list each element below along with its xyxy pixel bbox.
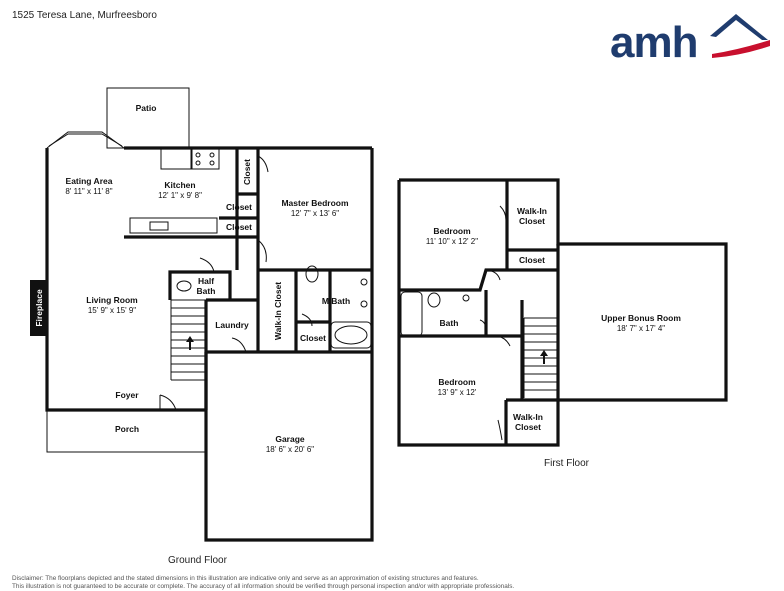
fireplace-label: Fireplace [34, 289, 44, 327]
room-patio-name: Patio [136, 103, 157, 113]
room-garage-name: Garage [275, 434, 305, 444]
disclaimer-line1: Disclaimer: The floorplans depicted and … [12, 575, 479, 582]
room-mbath-name: M.Bath [322, 296, 350, 306]
room-closet-kitchen-top-name: Closet [242, 159, 252, 185]
logo-wordmark: amh [610, 18, 697, 66]
property-address: 1525 Teresa Lane, Murfreesboro [12, 10, 157, 21]
room-bath-upper-name: Bath [440, 318, 459, 328]
ground-floor-label: Ground Floor [168, 555, 227, 566]
ground-stairs [170, 299, 206, 381]
room-master-bedroom-name: Master Bedroom [281, 198, 349, 208]
room-upper-bonus-room-name: Upper Bonus Room [601, 313, 681, 323]
room-kitchen-name: Kitchen [164, 180, 195, 190]
mbath-toilet [305, 265, 319, 283]
room-living-room-dims: 15' 9" x 15' 9" [88, 306, 136, 315]
room-bedroom-upper-name: Bedroom [433, 226, 471, 236]
room-walk-in-closet-upper-line2: Closet [519, 216, 545, 226]
room-half-bath-line2: Bath [197, 286, 216, 296]
room-garage-dims: 18' 6" x 20' 6" [266, 445, 314, 454]
room-porch-name: Porch [115, 424, 139, 434]
disclaimer: Disclaimer: The floorplans depicted and … [12, 575, 772, 591]
room-master-bedroom-dims: 12' 7" x 13' 6" [291, 209, 339, 218]
room-walk-in-closet-master-name: Walk-In Closet [273, 282, 283, 340]
room-closet-kitchen-mid-name: Closet [226, 202, 252, 212]
disclaimer-line2: This illustration is not guaranteed to b… [12, 583, 515, 590]
room-foyer-name: Foyer [115, 390, 139, 400]
room-walk-in-closet-lower-line2: Closet [515, 422, 541, 432]
room-upper-bonus-room-dims: 18' 7" x 17' 4" [617, 324, 665, 333]
fireplace [30, 280, 47, 336]
room-laundry-name: Laundry [215, 320, 249, 330]
upper-bathtub [400, 291, 423, 337]
room-bedroom-upper-dims: 11' 10" x 12' 2" [426, 237, 478, 246]
patio-outline [106, 87, 190, 149]
half-bath-toilet [176, 280, 192, 292]
room-bedroom-lower-dims: 13' 9" x 12' [438, 388, 477, 397]
amh-logo[interactable]: amh [608, 10, 774, 66]
logo-swoosh-icon [712, 40, 770, 58]
room-closet-mbath-name: Closet [300, 333, 326, 343]
logo-roof-icon [710, 14, 768, 40]
mbath-tub [334, 325, 368, 345]
first-floor-label: First Floor [544, 458, 589, 469]
upper-stairs [523, 317, 558, 398]
room-kitchen-dims: 12' 1" x 9' 8" [158, 191, 202, 200]
room-walk-in-closet-lower-line1: Walk-In [513, 412, 543, 422]
stair-up-arrow-icon-upper [540, 350, 548, 364]
stair-up-arrow-icon [186, 336, 194, 350]
room-closet-upper-name: Closet [519, 255, 545, 265]
room-half-bath-line1: Half [198, 276, 214, 286]
room-eating-area-name: Eating Area [66, 176, 113, 186]
room-walk-in-closet-upper-line1: Walk-In [517, 206, 547, 216]
room-closet-kitchen-low-name: Closet [226, 222, 252, 232]
room-bedroom-lower-name: Bedroom [438, 377, 476, 387]
room-living-room-name: Living Room [86, 295, 138, 305]
room-eating-area-dims: 8' 11" x 11' 8" [65, 187, 112, 196]
